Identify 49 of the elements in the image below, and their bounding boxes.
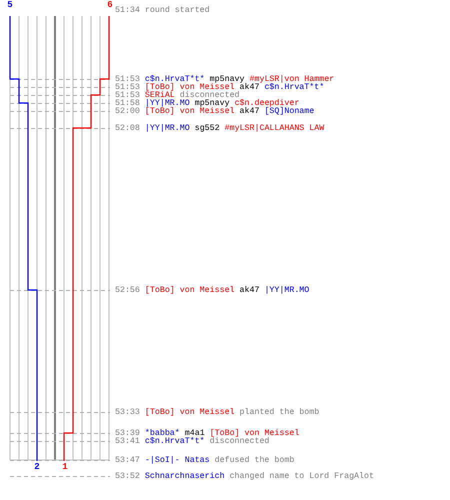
player-name: |YY|MR.MO: [144, 99, 190, 108]
weapon-name: mp5navy: [210, 75, 245, 84]
timestamp: 53:39: [115, 429, 140, 438]
player-name: SERiAL: [144, 91, 175, 100]
player-count: 5: [7, 1, 13, 10]
timestamp: 51:34: [115, 6, 140, 15]
event-text: disconnected: [210, 437, 270, 446]
player-name: [ToBo] von Meissel: [144, 107, 235, 116]
player-name: [ToBo] von Meissel: [210, 429, 300, 438]
timestamp: 52:56: [115, 286, 140, 295]
weapon-name: sg552: [194, 124, 220, 133]
player-count: 1: [62, 463, 68, 472]
timestamp: 51:53: [115, 75, 140, 84]
player-name: [ToBo] von Meissel: [144, 286, 235, 295]
event-text: round started: [144, 6, 210, 15]
event-text: defused the bomb: [214, 456, 294, 465]
player-name: [ToBo] von Meissel: [144, 408, 235, 417]
timestamp: 53:33: [115, 408, 140, 417]
timestamp: 52:00: [115, 107, 140, 116]
timestamp: 51:58: [115, 99, 140, 108]
player-name: #myLSR|von Hammer: [250, 75, 334, 84]
timestamp: 52:08: [115, 124, 140, 133]
event-text: changed name to Lord FragAlot: [230, 472, 374, 481]
event-text: planted the bomb: [240, 408, 320, 417]
timestamp: 51:53: [115, 91, 140, 100]
player-name: #myLSR|CALLAHANS LAW: [224, 124, 324, 133]
timestamp: 53:41: [115, 437, 140, 446]
player-name: *babba*: [144, 429, 180, 438]
event-text: disconnected: [180, 91, 240, 100]
player-name: [SQ]Noname: [264, 107, 314, 116]
player-name: [ToBo] von Meissel: [144, 83, 235, 92]
player-name: |YY|MR.MO: [264, 286, 310, 295]
weapon-name: m4a1: [184, 429, 205, 438]
player-name: c$n.HrvaT*t*: [144, 437, 205, 446]
timestamp: 53:47: [115, 456, 140, 465]
player-name: -|SoI|- Natas: [144, 456, 210, 465]
weapon-name: mp5navy: [194, 99, 230, 108]
weapon-name: ak47: [240, 107, 260, 116]
timestamp: 51:53: [115, 83, 140, 92]
player-name: |YY|MR.MO: [144, 124, 190, 133]
player-name: c$n.HrvaT*t*: [264, 83, 324, 92]
weapon-name: ak47: [240, 286, 260, 295]
player-name: c$n.deepdiver: [234, 99, 300, 108]
timestamp: 53:52: [115, 472, 140, 481]
player-count: 6: [107, 1, 113, 10]
weapon-name: ak47: [240, 83, 260, 92]
player-name: c$n.HrvaT*t*: [144, 75, 205, 84]
player-name: Schnarchnaserich: [144, 472, 225, 481]
player-count: 2: [34, 463, 40, 472]
